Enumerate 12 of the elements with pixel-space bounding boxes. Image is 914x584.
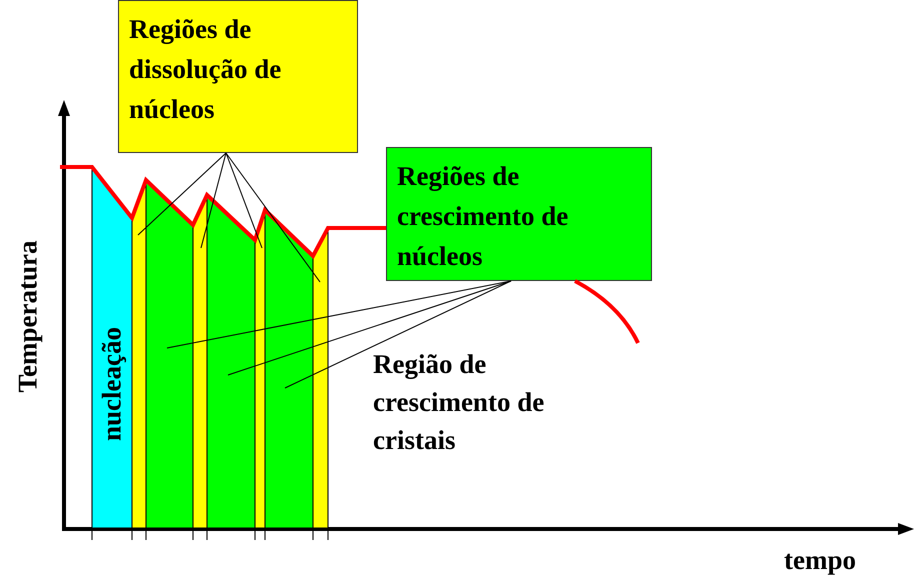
nucleation-band — [92, 167, 132, 528]
annotation-text: Região de crescimento de cristais — [373, 348, 546, 457]
leader-line — [226, 152, 320, 282]
axis-title: tempo — [784, 544, 856, 577]
leader-line — [226, 152, 262, 248]
leader-line — [138, 152, 226, 236]
band-label: nucleação — [96, 326, 128, 441]
leader-line — [284, 280, 512, 388]
callout-box: Regiões de dissolução de núcleos — [118, 0, 358, 153]
leader-line — [200, 152, 226, 248]
axis-title: Temperatura — [12, 240, 44, 394]
callout-box: Regiões de crescimento de núcleos — [386, 147, 652, 281]
